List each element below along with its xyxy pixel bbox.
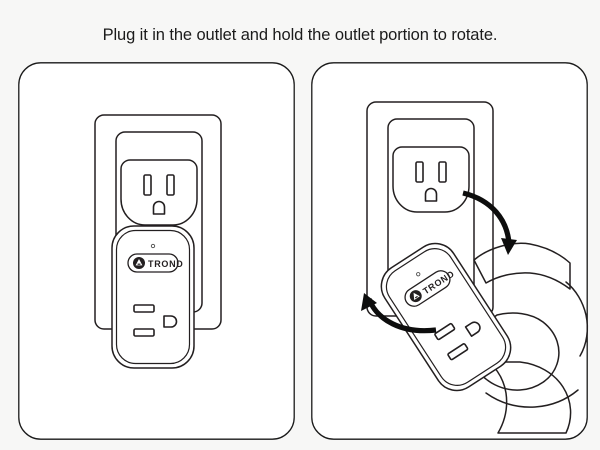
device-receptacle xyxy=(434,321,481,361)
rotation-arrow-head-up xyxy=(361,293,377,311)
device-slot-top xyxy=(133,304,155,313)
rotation-arrow-clockwise-down xyxy=(462,190,517,255)
panel-step-plug-in: TROND xyxy=(18,62,295,440)
receptacle-face xyxy=(392,146,470,213)
led-indicator-dot xyxy=(416,272,421,277)
device-ground-hole xyxy=(163,315,178,328)
rotation-arrow-counterclockwise-up xyxy=(361,293,437,334)
receptacle-slot-right xyxy=(438,161,447,183)
led-indicator-dot xyxy=(150,243,156,249)
instruction-title: Plug it in the outlet and hold the outle… xyxy=(102,26,498,44)
brand-logo: TROND xyxy=(127,253,184,273)
receptacle-ground-hole xyxy=(424,187,438,202)
hand-knuckle-line xyxy=(565,281,589,357)
receptacle-face xyxy=(120,159,198,226)
device-slot-bottom xyxy=(447,343,469,361)
receptacle-ground-hole xyxy=(152,200,166,215)
hand-index-finger xyxy=(473,242,571,290)
panel-step-rotate: TROND xyxy=(311,62,589,440)
hand-middle-finger xyxy=(488,361,572,434)
device-body xyxy=(380,242,512,392)
receptacle-slot-right xyxy=(166,174,175,196)
hand-palm-line xyxy=(485,389,579,408)
device-tilted: TROND xyxy=(380,242,512,392)
device-slot-top xyxy=(434,322,456,341)
device-bezel xyxy=(385,248,507,386)
device-ground-hole xyxy=(464,321,481,337)
device-slot-bottom xyxy=(133,328,155,337)
rotation-arrow-head-down xyxy=(501,238,517,255)
receptacle-slot-left xyxy=(415,161,424,183)
trond-triangle-emblem-icon xyxy=(409,290,422,303)
receptacle-slot-left xyxy=(143,174,152,196)
brand-logo-text: TROND xyxy=(148,259,184,269)
trond-triangle-emblem-icon xyxy=(133,257,145,269)
device-receptacle xyxy=(133,304,178,337)
device-bezel xyxy=(115,229,191,365)
